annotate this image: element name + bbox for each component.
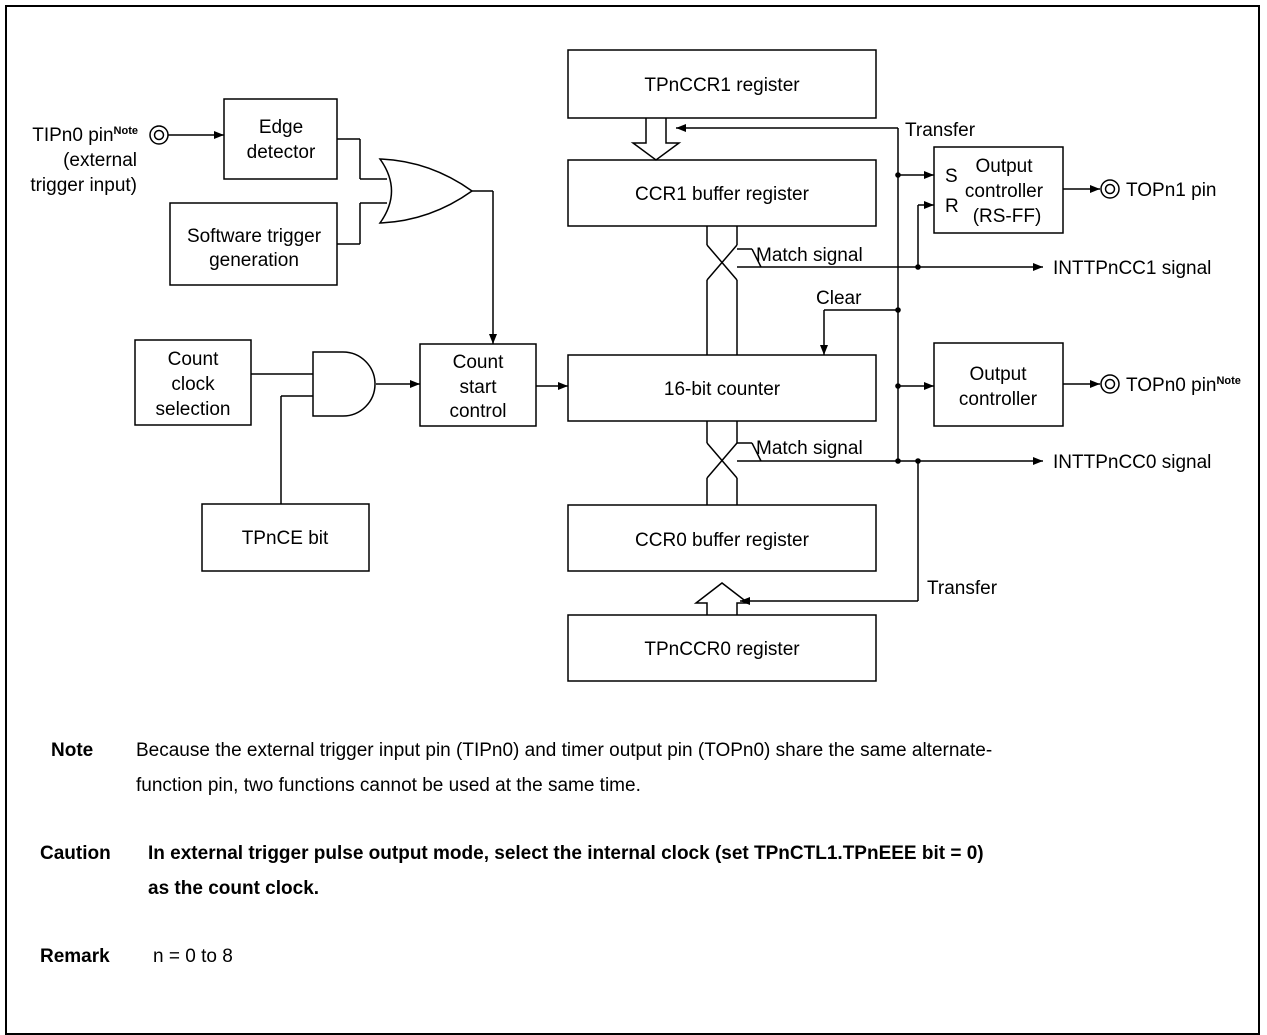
count-start-label-2: start [460, 377, 498, 398]
topn1-pin-label: TOPn1 pin [1126, 180, 1216, 201]
output-controller-rs-label-3: (RS-FF) [973, 206, 1042, 227]
ccr0-buffer-register-box [567, 504, 877, 572]
tipn0-pin-label-line: TIPn0 pinNote [32, 125, 138, 146]
tpnccr1-register-label: TPnCCR1 register [644, 75, 800, 96]
topn0-pin-label: TOPn0 pin [1126, 375, 1216, 396]
counter-box [567, 354, 877, 422]
and-gate [312, 351, 376, 417]
topn1-pin-icon [1100, 179, 1120, 199]
note-line-2: function pin, two functions cannot be us… [136, 775, 641, 796]
ccr1-buffer-register-label: CCR1 buffer register [635, 184, 810, 205]
inttpncc1-signal-label: INTTPnCC1 signal [1053, 258, 1211, 279]
tpnce-bit-box [201, 503, 370, 572]
or-gate [378, 158, 474, 224]
tpnccr1-register-box [567, 49, 877, 119]
edge-detector-label-1: Edge [259, 117, 303, 138]
output-controller-label-2: controller [959, 389, 1038, 410]
edge-detector-box [223, 98, 338, 180]
edge-detector-label-2: detector [247, 142, 316, 163]
match-signal-0-label: Match signal [756, 438, 863, 459]
count-start-label-1: Count [453, 352, 504, 373]
count-start-label-3: control [449, 401, 506, 422]
note-line-1: Because the external trigger input pin (… [136, 740, 993, 761]
output-controller-rs-label-1: Output [975, 156, 1033, 177]
ccr1-buffer-register-box [567, 159, 877, 227]
topn0-note-mark: Note [1216, 375, 1240, 387]
caution-line-2: as the count clock. [148, 878, 320, 899]
clear-label: Clear [816, 288, 862, 309]
remark-label: Remark [40, 946, 110, 967]
caution-label: Caution [40, 843, 111, 864]
inttpncc0-signal-label: INTTPnCC0 signal [1053, 452, 1211, 473]
output-controller-label-1: Output [969, 364, 1027, 385]
count-start-control-box [419, 343, 537, 427]
match-signal-1-label: Match signal [756, 245, 863, 266]
count-clock-selection-box [134, 339, 252, 426]
count-clock-label-1: Count [168, 349, 219, 370]
s-input-label: S [945, 166, 958, 187]
topn0-pin-label-line: TOPn0 pinNote [1126, 375, 1241, 396]
topn0-pin-icon [1100, 374, 1120, 394]
counter-label: 16-bit counter [664, 379, 781, 400]
transfer-arrow-tpnccr0 [693, 582, 751, 615]
trigger-input-label: trigger input) [30, 175, 137, 196]
output-controller-rs-label-2: controller [965, 181, 1044, 202]
external-label: (external [63, 150, 137, 171]
caution-line-1: In external trigger pulse output mode, s… [148, 843, 984, 864]
tpnce-bit-label: TPnCE bit [242, 528, 329, 549]
transfer-label-top: Transfer [905, 120, 976, 141]
transfer-arrow-tpnccr1 [630, 118, 682, 161]
output-controller-rsff-box [933, 146, 1064, 234]
software-trigger-label-2: generation [209, 250, 299, 271]
block-diagram: TPnCCR1 register CCR1 buffer register 16… [30, 49, 1241, 682]
count-clock-label-3: selection [156, 399, 231, 420]
tipn0-note-mark: Note [114, 125, 138, 137]
notes-section: Note Because the external trigger input … [38, 733, 1238, 1033]
transfer-label-bottom: Transfer [927, 578, 998, 599]
software-trigger-label-1: Software trigger [187, 226, 322, 247]
ccr0-buffer-register-label: CCR0 buffer register [635, 530, 810, 551]
r-input-label: R [945, 196, 959, 217]
tipn0-pin-label: TIPn0 pin [32, 125, 113, 146]
tpnccr0-register-box [567, 614, 877, 682]
remark-text: n = 0 to 8 [153, 946, 233, 967]
tpnccr0-register-label: TPnCCR0 register [644, 639, 800, 660]
note-label: Note [51, 740, 94, 761]
count-clock-label-2: clock [171, 374, 215, 395]
tipn0-pin-icon [149, 125, 169, 145]
